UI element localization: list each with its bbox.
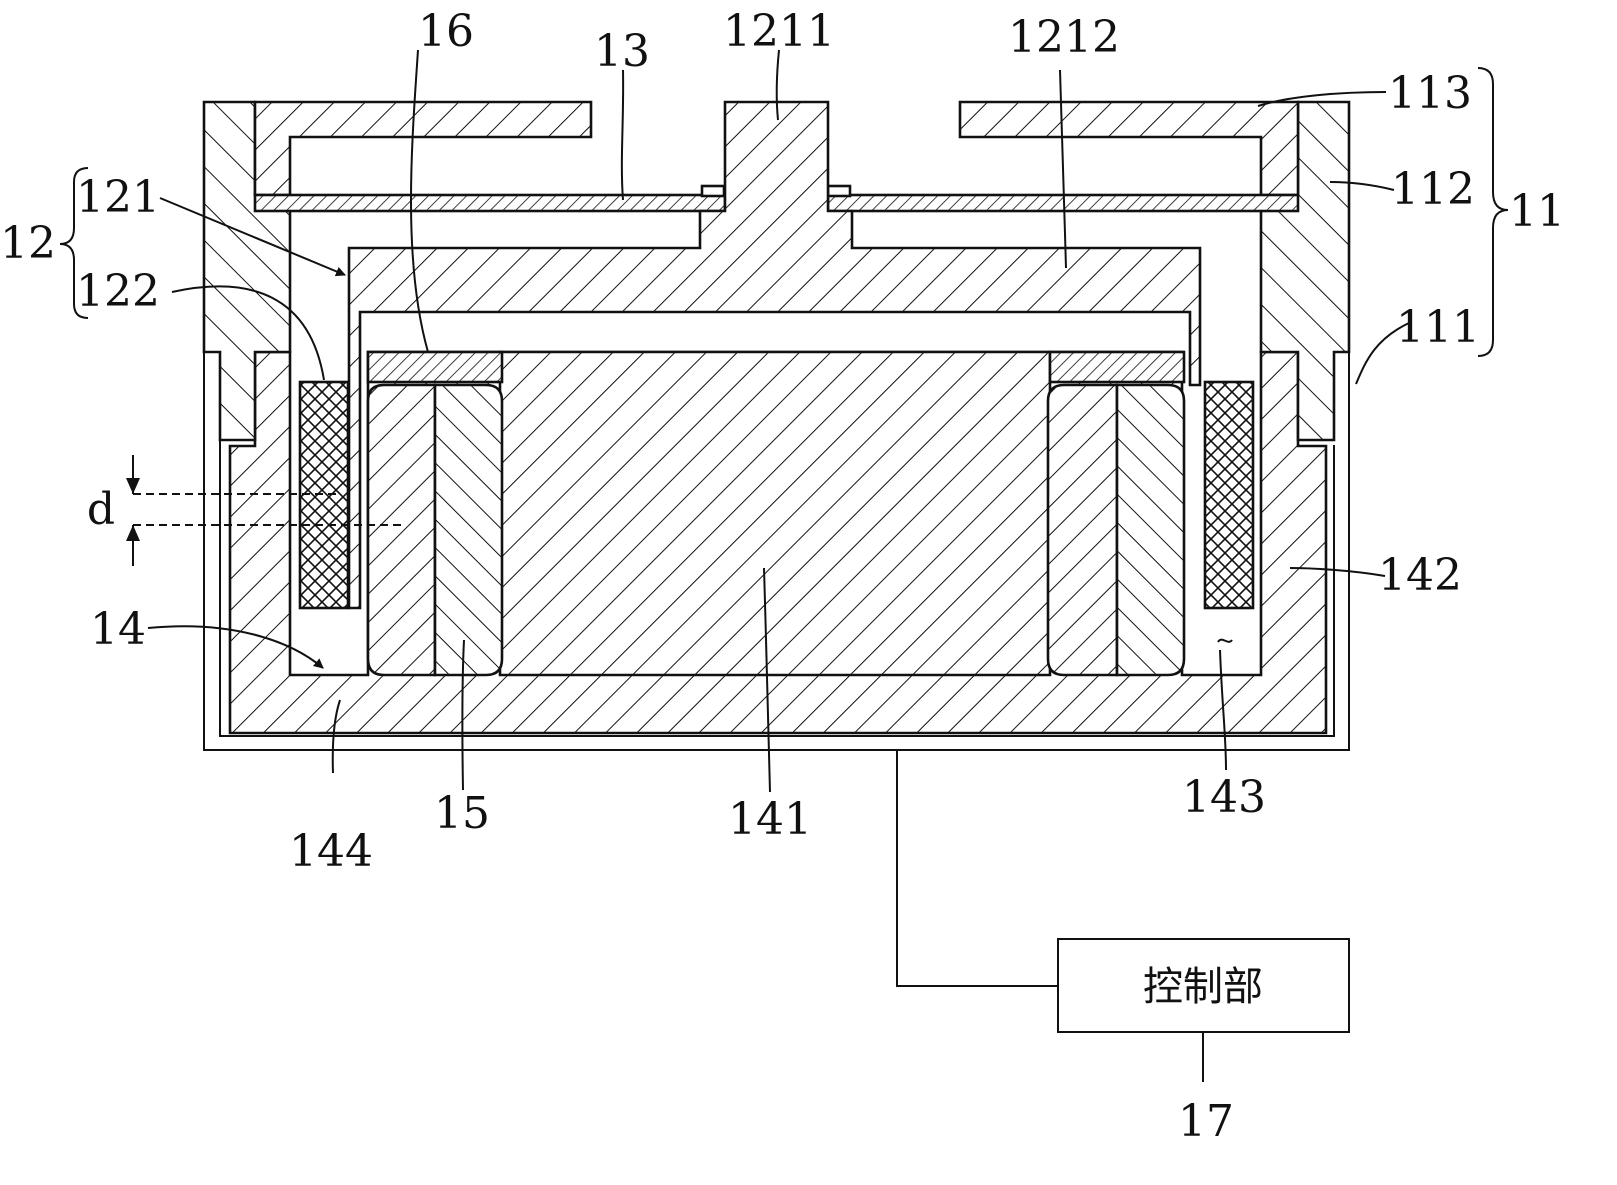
moving-cone xyxy=(347,100,1202,610)
dimension-d xyxy=(126,455,402,566)
top-cover-left xyxy=(253,100,593,197)
label-143: 143 xyxy=(1182,772,1266,823)
magnet-left-outer xyxy=(366,383,437,677)
magnet-right-inner xyxy=(1115,383,1186,677)
label-14: 14 xyxy=(90,604,146,655)
brace-11 xyxy=(1477,67,1509,357)
center-pole xyxy=(498,350,1052,677)
magnet-right-outer xyxy=(1046,383,1119,677)
control-wire xyxy=(896,750,1058,987)
label-111: 111 xyxy=(1396,302,1480,353)
coil-right xyxy=(1203,380,1255,610)
label-141: 141 xyxy=(728,794,812,845)
label-121: 121 xyxy=(76,172,160,223)
magnet-left-inner xyxy=(433,383,504,677)
label-15: 15 xyxy=(434,788,490,839)
plate-left xyxy=(366,350,504,384)
label-1212: 1212 xyxy=(1008,12,1120,63)
label-17: 17 xyxy=(1178,1096,1234,1147)
label-12: 12 xyxy=(0,218,56,269)
diaphragm-clip-left xyxy=(700,184,726,198)
label-16: 16 xyxy=(418,6,474,57)
label-142: 142 xyxy=(1378,550,1462,601)
housing-shell xyxy=(203,352,1350,751)
label-1211: 1211 xyxy=(723,6,835,57)
brace-12 xyxy=(59,167,89,319)
label-112: 112 xyxy=(1391,164,1475,215)
plate-right xyxy=(1048,350,1186,384)
label-113: 113 xyxy=(1388,68,1472,119)
diaphragm-left xyxy=(253,193,727,213)
control-unit-label: 控制部 xyxy=(1143,964,1263,1010)
label-d: d xyxy=(87,484,115,535)
label-122: 122 xyxy=(76,266,160,317)
label-11: 11 xyxy=(1509,186,1565,237)
label-13: 13 xyxy=(594,26,650,77)
diaphragm-clip-right xyxy=(826,184,852,198)
label-144: 144 xyxy=(289,826,373,877)
top-cover-right xyxy=(958,100,1300,197)
leader-lines xyxy=(147,49,1412,1082)
